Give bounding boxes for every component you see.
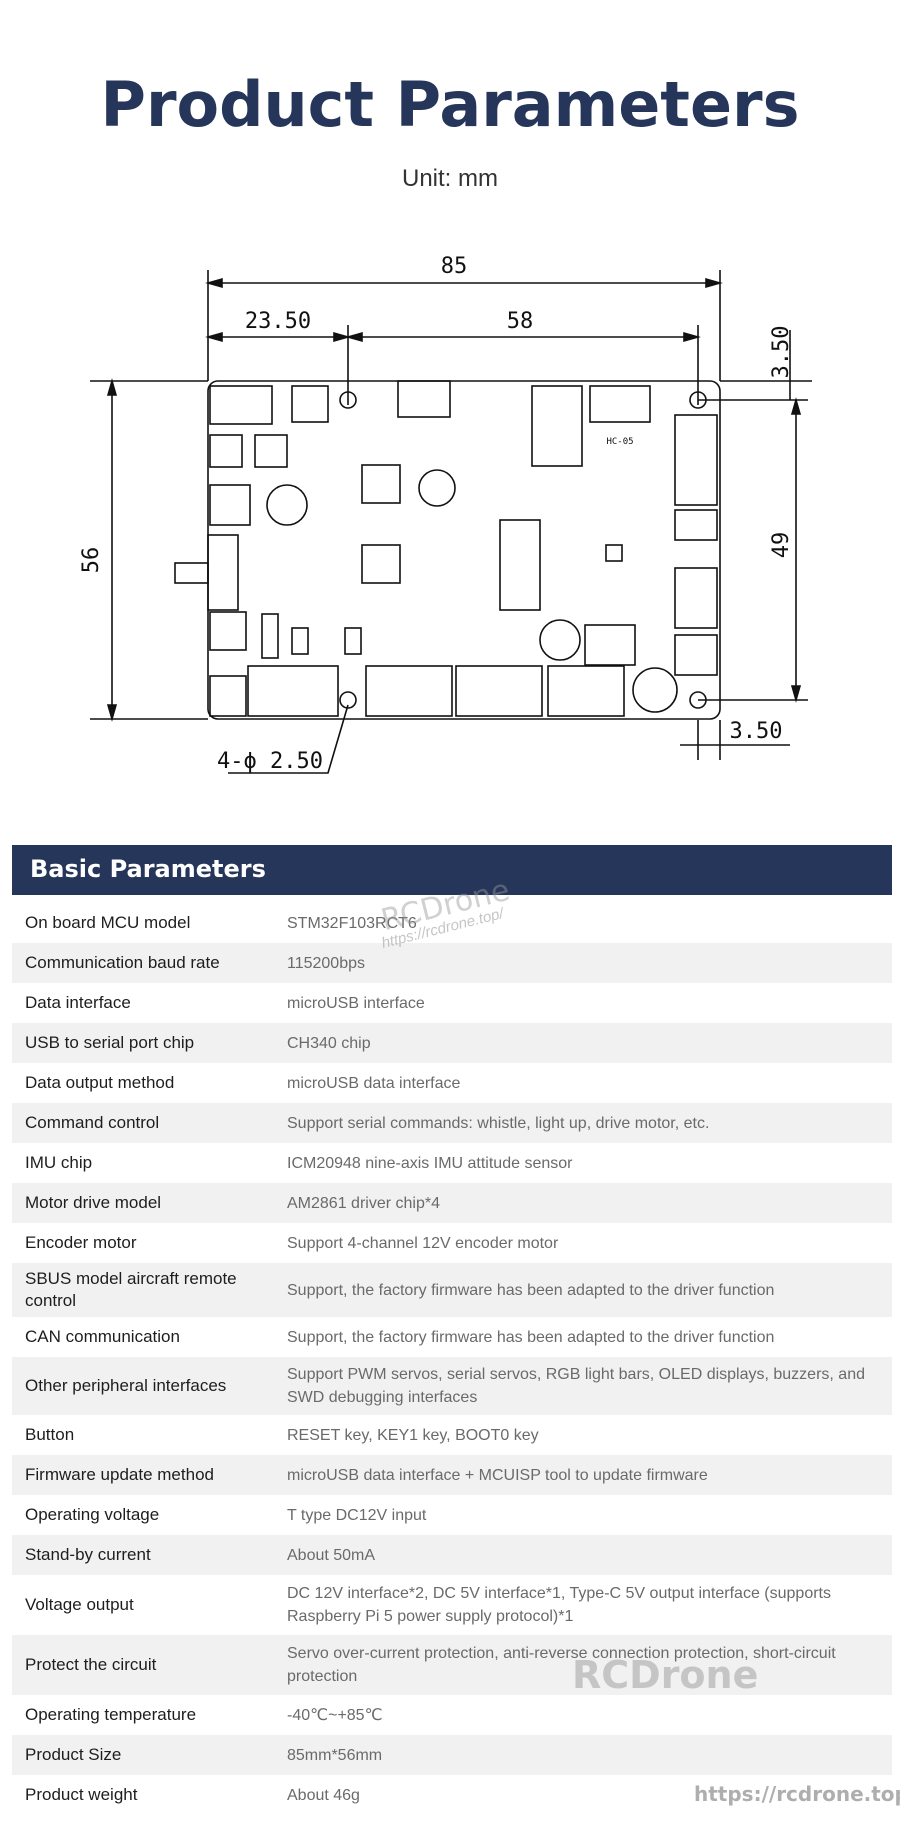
dim-inner-height: 49 bbox=[769, 532, 794, 559]
param-value: microUSB data interface + MCUISP tool to… bbox=[287, 1466, 708, 1484]
table-row: Other peripheral interfaces Support PWM s… bbox=[12, 1357, 892, 1415]
param-label: Motor drive model bbox=[25, 1193, 162, 1212]
param-label: On board MCU model bbox=[25, 913, 191, 932]
dim-holes: 4-ϕ 2.50 bbox=[217, 749, 323, 774]
param-label: Protect the circuit bbox=[25, 1655, 157, 1674]
watermark-brand-large: RCDrone bbox=[572, 1653, 759, 1697]
table-row: Data interface microUSB interface bbox=[12, 983, 892, 1023]
unit-label: Unit: mm bbox=[402, 165, 498, 192]
table-row: Command control Support serial commands: … bbox=[12, 1103, 892, 1143]
param-value: Support 4-channel 12V encoder motor bbox=[287, 1234, 559, 1252]
dim-height: 56 bbox=[79, 547, 104, 574]
table-row: Operating temperature -40℃~+85℃ bbox=[12, 1695, 892, 1735]
param-label: Stand-by current bbox=[25, 1545, 151, 1564]
table-row: Button RESET key, KEY1 key, BOOT0 key bbox=[12, 1415, 892, 1455]
parameters-table: On board MCU model STM32F103RCT6 Communic… bbox=[12, 903, 892, 1815]
param-label: Data interface bbox=[25, 993, 131, 1012]
section-title: Basic Parameters bbox=[30, 855, 266, 883]
param-value: Support, the factory firmware has been a… bbox=[287, 1281, 775, 1299]
param-value: 115200bps bbox=[287, 954, 365, 972]
param-label: Command control bbox=[25, 1113, 160, 1132]
param-value: Servo over-current protection, anti-reve… bbox=[287, 1645, 836, 1685]
param-value: -40℃~+85℃ bbox=[287, 1706, 383, 1724]
table-row: Product Size 85mm*56mm bbox=[12, 1735, 892, 1775]
param-value: T type DC12V input bbox=[287, 1506, 427, 1524]
param-label: Button bbox=[25, 1425, 75, 1444]
param-label: Communication baud rate bbox=[25, 953, 220, 972]
table-row: Communication baud rate 115200bps bbox=[12, 943, 892, 983]
dim-bottom-right: 3.50 bbox=[730, 719, 783, 744]
param-label: Voltage output bbox=[25, 1595, 134, 1614]
table-row: On board MCU model STM32F103RCT6 bbox=[12, 903, 892, 943]
watermark-url-footer: https://rcdrone.top/ bbox=[694, 1782, 900, 1806]
param-label: Product weight bbox=[25, 1785, 138, 1804]
param-label: Operating voltage bbox=[25, 1505, 160, 1524]
param-value: STM32F103RCT6 bbox=[287, 914, 417, 932]
basic-parameters-header: Basic Parameters bbox=[12, 845, 892, 895]
table-row: IMU chip ICM20948 nine-axis IMU attitude … bbox=[12, 1143, 892, 1183]
table-row: Protect the circuit Servo over-current pr… bbox=[12, 1635, 892, 1695]
param-value: microUSB data interface bbox=[287, 1074, 461, 1092]
board-outline bbox=[207, 380, 721, 720]
table-row: USB to serial port chip CH340 chip bbox=[12, 1023, 892, 1063]
table-row: CAN communication Support, the factory fi… bbox=[12, 1317, 892, 1357]
table-row: Voltage output DC 12V interface*2, DC 5V … bbox=[12, 1575, 892, 1635]
table-row: Stand-by current About 50mA bbox=[12, 1535, 892, 1575]
param-label: Other peripheral interfaces bbox=[25, 1376, 227, 1395]
param-value: AM2861 driver chip*4 bbox=[287, 1194, 440, 1212]
param-value: Support, the factory firmware has been a… bbox=[287, 1328, 775, 1346]
param-value: RESET key, KEY1 key, BOOT0 key bbox=[287, 1426, 539, 1444]
param-label: SBUS model aircraft remote control bbox=[25, 1269, 237, 1310]
param-label: Data output method bbox=[25, 1073, 175, 1092]
param-label: Firmware update method bbox=[25, 1465, 214, 1484]
param-label: IMU chip bbox=[25, 1153, 93, 1172]
table-row: Operating voltage T type DC12V input bbox=[12, 1495, 892, 1535]
dim-mid: 58 bbox=[507, 309, 534, 334]
param-value: 85mm*56mm bbox=[287, 1746, 383, 1764]
param-value: ICM20948 nine-axis IMU attitude sensor bbox=[287, 1154, 573, 1172]
table-row: Firmware update method microUSB data inte… bbox=[12, 1455, 892, 1495]
dim-top-right: 3.50 bbox=[769, 326, 794, 379]
table-row: Data output method microUSB data interfac… bbox=[12, 1063, 892, 1103]
chip-label: HC-05 bbox=[606, 437, 633, 447]
dim-left: 23.50 bbox=[245, 309, 311, 334]
param-label: USB to serial port chip bbox=[25, 1033, 195, 1052]
param-label: Encoder motor bbox=[25, 1233, 137, 1252]
param-value: About 50mA bbox=[287, 1546, 376, 1564]
table-row: SBUS model aircraft remote control Suppor… bbox=[12, 1263, 892, 1317]
table-row: Encoder motor Support 4-channel 12V encod… bbox=[12, 1223, 892, 1263]
param-value: DC 12V interface*2, DC 5V interface*1, T… bbox=[287, 1585, 831, 1625]
param-label: Product Size bbox=[25, 1745, 122, 1764]
param-value: Support PWM servos, serial servos, RGB l… bbox=[287, 1366, 865, 1406]
param-label: CAN communication bbox=[25, 1327, 180, 1346]
table-row: Motor drive model AM2861 driver chip*4 bbox=[12, 1183, 892, 1223]
param-value: Support serial commands: whistle, light … bbox=[287, 1114, 710, 1132]
dim-width: 85 bbox=[441, 254, 468, 279]
param-value: microUSB interface bbox=[287, 994, 425, 1012]
board-dimension-drawing: 85 23.50 58 56 49 3.50 3.50 4-ϕ 2.50 HC-… bbox=[79, 254, 812, 774]
table-row: Product weight About 46g bbox=[12, 1775, 892, 1815]
param-value: CH340 chip bbox=[287, 1034, 371, 1052]
param-label: Operating temperature bbox=[25, 1705, 197, 1724]
param-value: About 46g bbox=[287, 1786, 360, 1804]
page-title: Product Parameters bbox=[100, 68, 800, 141]
